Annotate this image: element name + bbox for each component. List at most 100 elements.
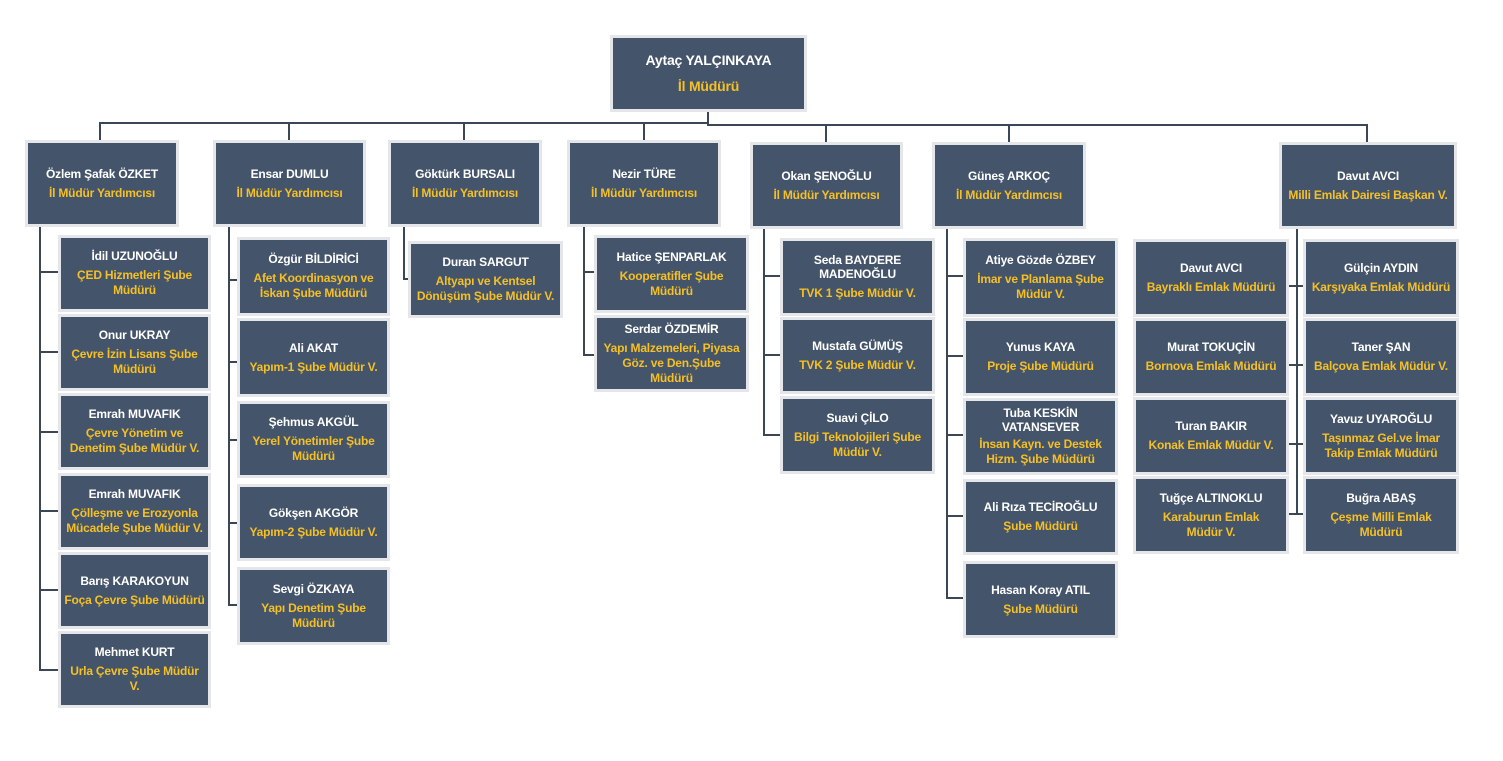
connector-bus-left	[99, 122, 708, 141]
unit-box: Seda BAYDERE MADENOĞLU TVK 1 Şube Müdür …	[780, 238, 935, 316]
unit-name: Onur UKRAY	[98, 328, 171, 342]
unit-title: TVK 1 Şube Müdür V.	[799, 286, 916, 300]
connector-gunes-spine	[946, 228, 965, 599]
unit-name: Özgür BİLDİRİCİ	[268, 252, 359, 266]
unit-title: Yapı Malzemeleri, Piyasa Göz. ve Den.Şub…	[603, 340, 740, 385]
unit-title: Yerel Yönetimler Şube Müdürü	[252, 434, 375, 463]
unit-name: İdil UZUNOĞLU	[91, 249, 178, 263]
unit-name: Duran SARGUT	[442, 255, 529, 269]
deputy-title: İl Müdür Yardımcısı	[955, 187, 1062, 202]
unit-title: Afet Koordinasyon ve İskan Şube Müdürü	[253, 271, 374, 300]
unit-name: Ali Rıza TECİROĞLU	[983, 500, 1098, 514]
unit-box: Duran SARGUT Altyapı ve Kentsel Dönüşüm …	[408, 241, 563, 318]
unit-title: İmar ve Planlama Şube Müdür V.	[977, 272, 1104, 301]
unit-box: Hasan Koray ATIL Şube Müdürü	[963, 561, 1118, 638]
deputy-box: Özlem Şafak ÖZKET İl Müdür Yardımcısı	[25, 140, 179, 227]
unit-title: TVK 2 Şube Müdür V.	[799, 357, 916, 372]
unit-name: Emrah MUVAFIK	[88, 487, 181, 501]
unit-box: Yunus KAYA Proje Şube Müdürü	[963, 318, 1118, 396]
unit-title: ÇED Hizmetleri Şube Müdürü	[77, 268, 192, 297]
unit-box: Buğra ABAŞ Çeşme Milli Emlak Müdürü	[1303, 476, 1459, 554]
unit-name: Sevgi ÖZKAYA	[272, 581, 355, 596]
unit-box: Taner ŞAN Balçova Emlak Müdür V.	[1303, 318, 1459, 396]
unit-name: Şehmus AKGÜL	[268, 415, 359, 429]
unit-title: İnsan Kayn. ve Destek Hizm. Şube Müdürü	[979, 437, 1102, 466]
connector-director-drop	[707, 111, 1368, 142]
unit-name: Yavuz UYAROĞLU	[1329, 411, 1433, 426]
unit-box: Özgür BİLDİRİCİ Afet Koordinasyon ve İsk…	[237, 237, 390, 316]
deputy-box: Ensar DUMLU İl Müdür Yardımcısı	[213, 140, 366, 227]
unit-box: Onur UKRAY Çevre İzin Lisans Şube Müdürü	[58, 314, 211, 391]
unit-title: Urla Çevre Şube Müdür V.	[70, 664, 199, 693]
connector-ensar-spine	[228, 226, 239, 606]
unit-name: Suavi ÇİLO	[826, 410, 889, 425]
unit-title: Karşıyaka Emlak Müdürü	[1311, 280, 1451, 294]
unit-box: Emrah MUVAFIK Çevre Yönetim ve Denetim Ş…	[58, 393, 211, 470]
unit-title: Çeşme Milli Emlak Müdürü	[1330, 509, 1432, 539]
unit-box: Tuğçe ALTINOKLU Karaburun Emlak Müdür V.	[1133, 476, 1289, 554]
unit-name: Davut AVCI	[1179, 261, 1242, 275]
unit-title: Proje Şube Müdürü	[987, 359, 1094, 373]
unit-title: Şube Müdürü	[1003, 519, 1078, 533]
unit-name: Yunus KAYA	[1005, 340, 1076, 354]
director-name: Aytaç YALÇINKAYA	[645, 52, 772, 68]
deputy-name: Ensar DUMLU	[250, 166, 329, 181]
deputy-name: Güneş ARKOÇ	[967, 168, 1051, 183]
unit-name: Ali AKAT	[288, 340, 339, 355]
unit-title: Çölleşme ve Erozyonla Mücadele Şube Müdü…	[66, 506, 203, 535]
connector-ozlem-spine	[39, 226, 60, 671]
unit-box: İdil UZUNOĞLU ÇED Hizmetleri Şube Müdürü	[58, 235, 211, 312]
unit-box: Mehmet KURT Urla Çevre Şube Müdür V.	[58, 631, 211, 708]
unit-title: Balçova Emlak Müdür V.	[1314, 359, 1448, 373]
unit-title: Çevre İzin Lisans Şube Müdürü	[71, 347, 198, 376]
deputy-name: Özlem Şafak ÖZKET	[46, 166, 158, 181]
unit-title: Foça Çevre Şube Müdürü	[64, 592, 205, 607]
unit-box: Ali Rıza TECİROĞLU Şube Müdürü	[963, 479, 1118, 555]
unit-box: Gökşen AKGÖR Yapım-2 Şube Müdür V.	[237, 484, 390, 561]
unit-box: Barış KARAKOYUN Foça Çevre Şube Müdürü	[58, 552, 211, 629]
unit-box: Atiye Gözde ÖZBEY İmar ve Planlama Şube …	[963, 238, 1118, 317]
unit-name: Tuğçe ALTINOKLU	[1159, 490, 1263, 505]
unit-title: Bayraklı Emlak Müdürü	[1146, 280, 1276, 294]
unit-title: Yapı Denetim Şube Müdürü	[261, 600, 366, 630]
unit-name: Mehmet KURT	[94, 645, 175, 659]
deputy-title: İl Müdür Yardımcısı	[590, 185, 697, 200]
unit-title: Şube Müdürü	[1003, 601, 1078, 616]
deputy-name: Okan ŞENOĞLU	[781, 168, 872, 183]
unit-title: Taşınmaz Gel.ve İmar Takip Emlak Müdürü	[1322, 430, 1440, 460]
unit-box: Serdar ÖZDEMİR Yapı Malzemeleri, Piyasa …	[594, 315, 749, 392]
unit-box: Yavuz UYAROĞLU Taşınmaz Gel.ve İmar Taki…	[1303, 397, 1459, 475]
deputy-name: Davut AVCI	[1336, 168, 1399, 183]
unit-name: Emrah MUVAFIK	[88, 407, 181, 421]
unit-title: Bilgi Teknolojileri Şube Müdür V.	[794, 429, 921, 459]
unit-name: Seda BAYDERE MADENOĞLU	[813, 253, 902, 281]
unit-title: Kooperatifler Şube Müdürü	[619, 268, 724, 298]
deputy-box: Nezir TÜRE İl Müdür Yardımcısı	[567, 140, 721, 227]
unit-box: Sevgi ÖZKAYA Yapı Denetim Şube Müdürü	[237, 567, 390, 645]
unit-box: Ali AKAT Yapım-1 Şube Müdür V.	[237, 318, 390, 397]
deputy-name: Göktürk BURSALI	[415, 166, 515, 181]
director-title: İl Müdürü	[677, 78, 740, 94]
unit-box: Hatice ŞENPARLAK Kooperatifler Şube Müdü…	[594, 235, 749, 313]
deputy-title: Milli Emlak Dairesi Başkan V.	[1288, 187, 1448, 202]
unit-title: Çevre Yönetim ve Denetim Şube Müdür V.	[69, 426, 200, 455]
unit-title: Bornova Emlak Müdürü	[1145, 359, 1277, 373]
unit-name: Gökşen AKGÖR	[268, 505, 359, 520]
unit-box: Mustafa GÜMÜŞ TVK 2 Şube Müdür V.	[780, 317, 935, 394]
unit-box: Turan BAKIR Konak Emlak Müdür V.	[1133, 397, 1289, 475]
deputy-box: Göktürk BURSALI İl Müdür Yardımcısı	[388, 140, 542, 227]
unit-box: Şehmus AKGÜL Yerel Yönetimler Şube Müdür…	[237, 401, 390, 478]
unit-box: Davut AVCI Bayraklı Emlak Müdürü	[1133, 239, 1289, 317]
unit-name: Murat TOKUÇİN	[1167, 340, 1255, 354]
unit-title: Yapım-1 Şube Müdür V.	[249, 359, 378, 374]
deputy-box: Davut AVCI Milli Emlak Dairesi Başkan V.	[1279, 142, 1457, 229]
deputy-title: İl Müdür Yardımcısı	[773, 187, 880, 202]
unit-box: Suavi ÇİLO Bilgi Teknolojileri Şube Müdü…	[780, 396, 935, 474]
unit-title: Yapım-2 Şube Müdür V.	[249, 524, 378, 539]
unit-name: Buğra ABAŞ	[1346, 490, 1416, 505]
unit-name: Tuba KESKİN VATANSEVER	[1001, 406, 1080, 434]
unit-name: Hasan Koray ATIL	[991, 582, 1090, 597]
deputy-box: Güneş ARKOÇ İl Müdür Yardımcısı	[932, 142, 1086, 229]
unit-name: Barış KARAKOYUN	[80, 573, 189, 588]
